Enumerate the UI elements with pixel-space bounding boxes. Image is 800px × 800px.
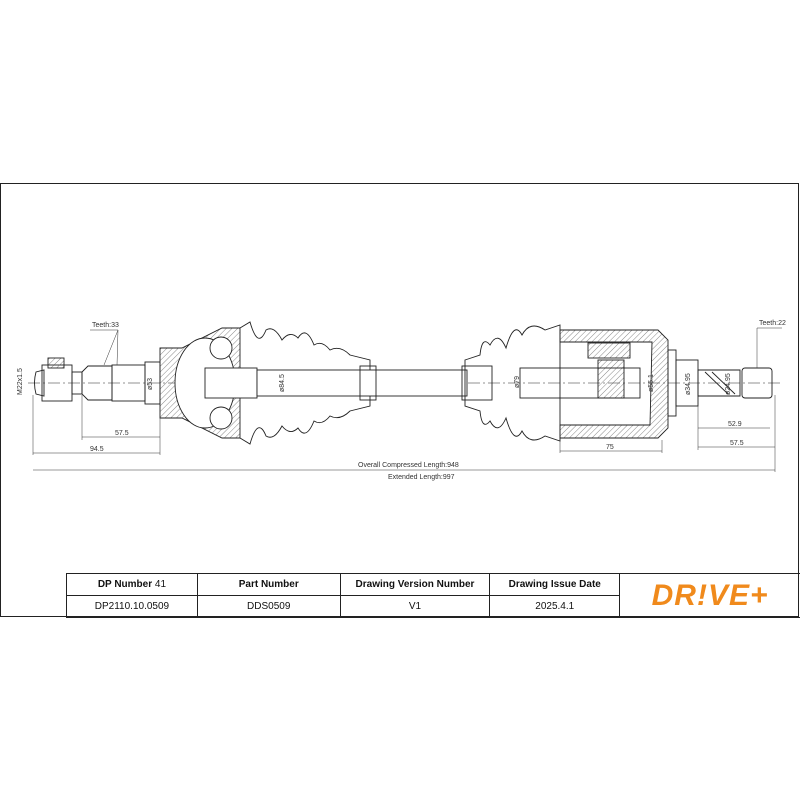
version-header: Drawing Version Number [339,573,491,596]
dim-75: 75 [606,444,614,451]
dim-57-5-left: 57.5 [115,430,129,437]
teeth-left-label: Teeth:33 [92,322,119,329]
dp-number-header: DP Number 41 [66,573,198,596]
date-value: 2025.4.1 [489,595,621,618]
dia-79-label: ø79 [514,376,521,388]
dia-84-5-label: ø84.5 [279,374,286,392]
right-cv-housing [559,329,669,439]
dim-52-9: 52.9 [728,421,742,428]
dia-53-label: ø53 [147,378,154,390]
dp-label: DP Number [97,579,153,590]
part-number-header: Part Number [196,573,341,596]
dim-57-5-right: 57.5 [730,440,744,447]
extended-length-label: Extended Length:997 [388,474,455,481]
dia-55-1-label: ø55.1 [648,374,655,392]
drive-logo: DR!VE+ [619,573,800,618]
teeth-right-label: Teeth:22 [759,320,786,327]
dp-number-value: DP2110.10.0509 [66,595,198,618]
shaft [256,369,468,397]
dp-value: 41 [154,579,167,590]
dia-34-95-label: ø34.95 [685,373,692,395]
left-stub [34,369,45,397]
date-header: Drawing Issue Date [489,573,621,596]
dim-94-5: 94.5 [90,446,104,453]
version-value: V1 [339,595,491,618]
part-number-value: DDS0509 [196,595,341,618]
title-block: DP Number 41 Part Number Drawing Version… [66,573,800,618]
dia-24-95-label: ø24.95 [725,373,732,395]
overall-length-label: Overall Compressed Length:948 [358,462,459,469]
thread-label: M22x1.5 [17,368,24,395]
